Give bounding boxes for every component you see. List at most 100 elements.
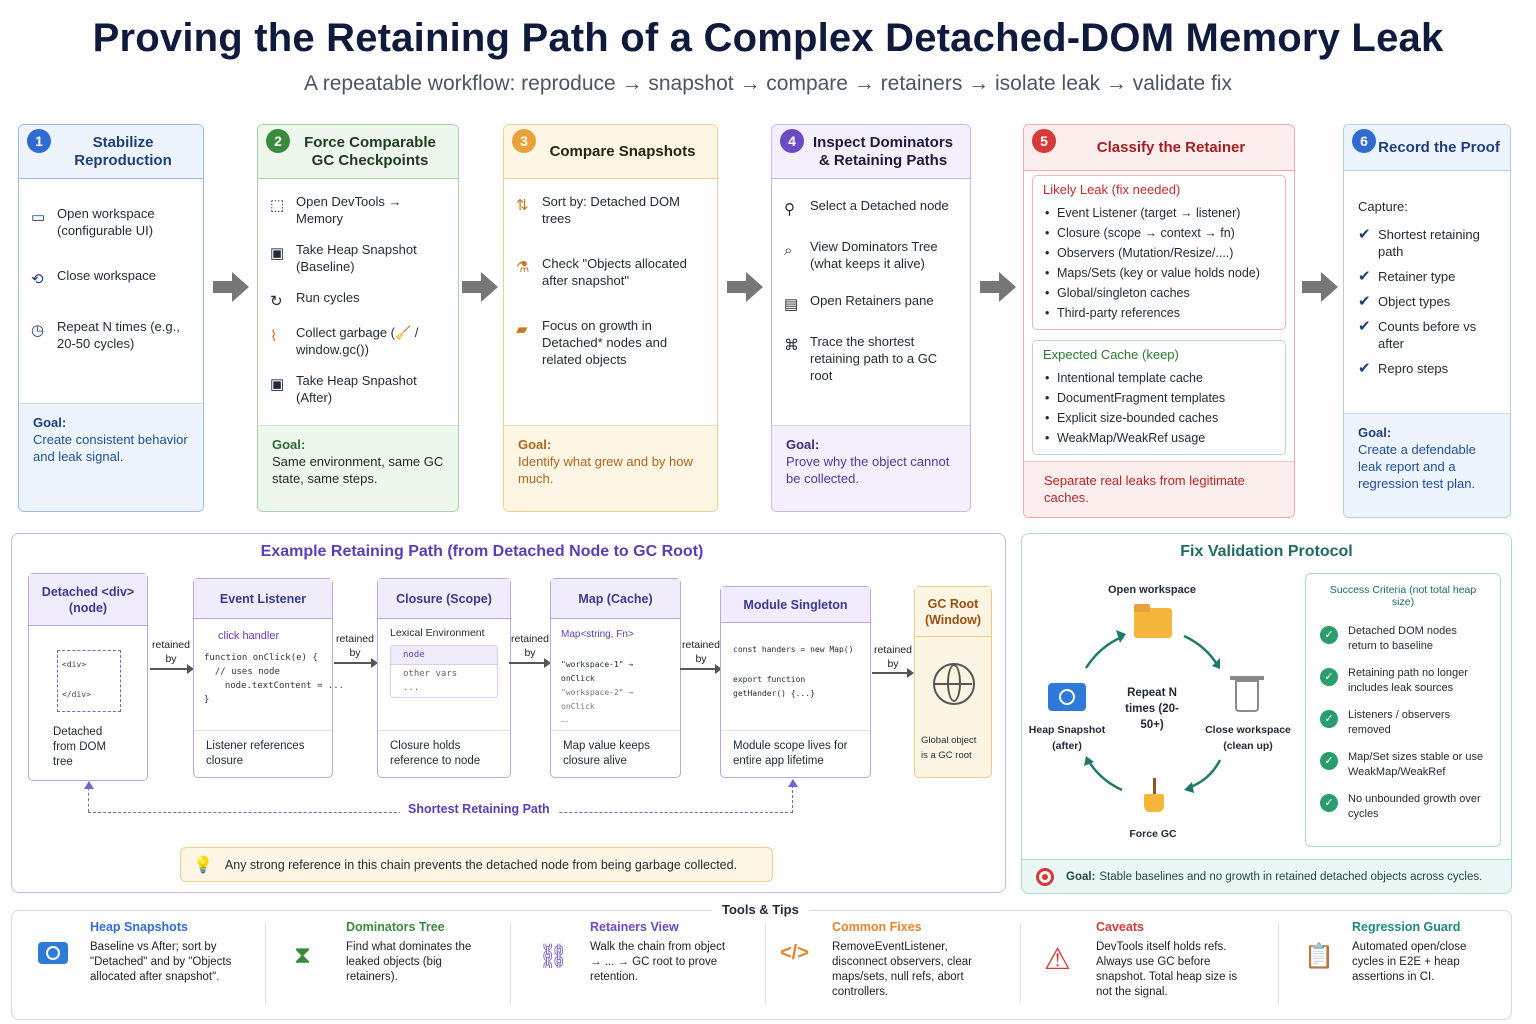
goal-text: Separate real leaks from legitimate cach…: [1044, 473, 1245, 505]
sort-icon: ⇅: [516, 197, 529, 214]
goal-label: Goal:: [33, 415, 67, 430]
path-icon: ⌘: [784, 337, 799, 354]
goal-label: Goal:: [786, 437, 820, 452]
camera-icon: [1048, 683, 1086, 711]
list-item: Explicit size-bounded caches: [1043, 408, 1275, 428]
step-title: Record the Proof: [1378, 138, 1500, 156]
tip-text: Automated open/close cycles in E2E + hea…: [1352, 941, 1467, 983]
flask-icon: ⚗: [516, 259, 530, 276]
step-card-6: 6 Record the Proof Capture: ✔Shortest re…: [1343, 124, 1511, 518]
cycle-step-force-gc: Force GC: [1129, 828, 1177, 840]
step-item: Sort by: Detached DOM trees: [542, 194, 680, 226]
check-circle-icon: ✓: [1320, 710, 1338, 728]
goal-text: Same environment, same GC state, same st…: [272, 454, 444, 486]
goal-text: Create a defendable leak report and a re…: [1358, 442, 1476, 491]
likely-leak-title: Likely Leak (fix needed): [1043, 182, 1181, 197]
divider: [510, 922, 511, 1004]
criteria-item: No unbounded growth over cycles: [1348, 793, 1481, 820]
code-line: Map<string, Fn>: [561, 629, 634, 640]
page-subtitle: A repeatable workflow: reproduce → snaps…: [304, 72, 1232, 95]
path-node-closure: Closure (Scope) Lexical Environment node…: [377, 578, 511, 778]
step-item: Open DevTools → Memory: [296, 194, 402, 226]
check-circle-icon: ✓: [1320, 794, 1338, 812]
node-title: GC Root (Window): [915, 587, 991, 637]
cycle-arrows: [1084, 630, 1222, 793]
list-item: Event Listener (target → listener): [1043, 203, 1275, 223]
code-line: "workspace-2" → onClick: [561, 688, 634, 711]
target-icon: [1036, 867, 1054, 886]
fix-goal-bar: Goal: Stable baselines and no growth in …: [1022, 859, 1511, 893]
divider: [765, 922, 766, 1004]
flow-arrow-icon: [1302, 272, 1338, 302]
code-line: export function getHander() {...}: [733, 675, 815, 698]
fix-validation-title: Fix Validation Protocol: [1180, 543, 1353, 560]
cycle-arrow: [1187, 759, 1222, 790]
node-footer: Closure holds reference to node: [378, 730, 510, 777]
criteria-item: Detached DOM nodes return to baseline: [1348, 625, 1457, 652]
goal-text: Identify what grew and by how much.: [518, 454, 693, 486]
tip-title: Common Fixes: [832, 920, 922, 934]
step-title: Stabilize Reproduction: [74, 133, 172, 169]
check-circle-icon: ✓: [1320, 626, 1338, 644]
tip-text: RemoveEventListener, disconnect observer…: [832, 941, 972, 998]
list-item: WeakMap/WeakRef usage: [1043, 428, 1275, 448]
capture-label: Capture:: [1358, 199, 1408, 214]
step-card-5: 5 Classify the Retainer Likely Leak (fix…: [1023, 124, 1295, 518]
tools-title: Tools & Tips: [712, 902, 809, 917]
retained-by-label: retained by: [682, 639, 720, 665]
arrow-up-icon: [84, 781, 94, 789]
step-card-2: 2 Force Comparable GC Checkpoints ⬚Open …: [257, 124, 459, 512]
tip-text: DevTools itself holds refs. Always use G…: [1096, 941, 1238, 998]
goal-label: Goal:: [518, 437, 552, 452]
list-item: Retainer type: [1378, 269, 1456, 284]
clipboard-icon: 📋: [1304, 943, 1334, 970]
code-line: const handers = new Map(): [733, 645, 854, 654]
code-line: <div>: [62, 660, 87, 669]
tip-caveats: ⚠ Caveats DevTools itself holds refs. Al…: [1044, 920, 1264, 1010]
goal-text: Stable baselines and no growth in retain…: [1099, 870, 1483, 883]
node-footer: Listener references closure: [194, 730, 332, 777]
cycle-step-close: Close workspace (clean up): [1205, 724, 1291, 752]
tip-regression-guard: 📋 Regression Guard Automated open/close …: [1304, 920, 1504, 1010]
folder-icon: ▰: [516, 321, 528, 338]
node-footer: Global object is a GC root: [921, 735, 977, 761]
tip-heap-snapshots: Heap Snapshots Baseline vs After; sort b…: [38, 920, 258, 1010]
tip-text: Baseline vs After; sort by "Detached" an…: [90, 941, 232, 983]
shortest-path-label: Shortest Retaining Path: [400, 802, 558, 816]
arrow-up-icon: [788, 779, 798, 787]
globe-icon: [933, 663, 975, 705]
cycle-center-label: Repeat N times (20-50+): [1125, 687, 1179, 731]
chain-note-text: Any strong reference in this chain preve…: [224, 857, 738, 872]
goal-text: Create consistent behavior and leak sign…: [33, 432, 188, 464]
code-icon: </>: [780, 942, 809, 964]
retained-by-label: retained by: [874, 644, 912, 670]
retained-by-label: retained by: [511, 633, 549, 659]
step-item: Run cycles: [296, 290, 360, 305]
list-item: DocumentFragment templates: [1043, 388, 1275, 408]
step-item: View Dominators Tree (what keeps it aliv…: [810, 239, 938, 271]
step-item: Focus on growth in Detached* nodes and r…: [542, 318, 668, 367]
code-line: "workspace-1" → onClick: [561, 660, 634, 683]
path-node-event-listener: Event Listener click handler function on…: [193, 578, 344, 778]
step-item: Take Heap Snapshot (Baseline): [296, 242, 417, 274]
tip-dominators-tree: ⧗ Dominators Tree Find what dominates th…: [294, 920, 504, 1010]
example-path-panel: Example Retaining Path (from Detached No…: [11, 533, 1006, 893]
step-item: Open workspace (configurable UI): [57, 206, 155, 238]
broom-icon: ⌇: [270, 328, 278, 345]
cycle-arrow: [1086, 759, 1123, 792]
tip-title: Regression Guard: [1352, 920, 1461, 934]
code-line: </div>: [62, 690, 91, 699]
check-icon: ✔: [1358, 318, 1371, 335]
node-title: Map (Cache): [551, 579, 680, 619]
path-node-module-singleton: Module Singleton const handers = new Map…: [720, 586, 871, 778]
fix-validation-panel: Fix Validation Protocol: [1021, 533, 1512, 894]
warning-icon: ⚠: [1044, 943, 1071, 976]
node-footer: Detached from DOM tree: [53, 726, 107, 768]
trash-icon: [1235, 680, 1259, 712]
snapshot-icon: ▣: [270, 376, 285, 393]
goal-text: Prove why the object cannot be collected…: [786, 454, 950, 486]
window-icon: ▭: [31, 209, 46, 226]
step-item: Collect garbage (🧹 / window.gc()): [296, 325, 419, 357]
trash-lid-icon: [1230, 676, 1264, 680]
cycle-icon: ↻: [270, 293, 283, 310]
